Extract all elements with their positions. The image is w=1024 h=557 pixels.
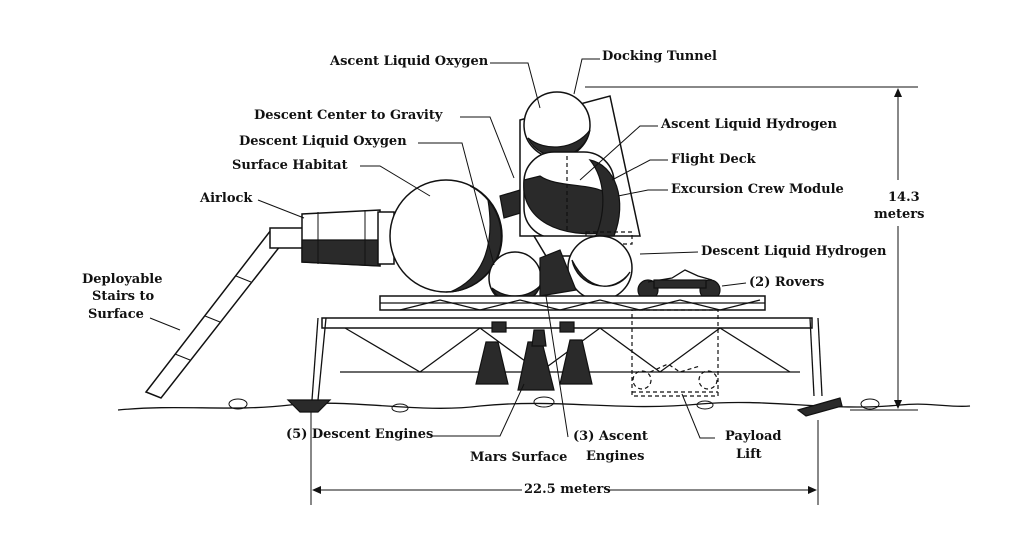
label-rovers: (2) Rovers bbox=[749, 275, 825, 290]
label-descent-lh2: Descent Liquid Hydrogen bbox=[701, 244, 887, 259]
descent-engines bbox=[475, 329, 593, 391]
label-ascent-lox: Ascent Liquid Oxygen bbox=[330, 54, 489, 69]
label-descent-engines: (5) Descent Engines bbox=[286, 427, 434, 442]
label-stairs-line-2: Stairs to bbox=[92, 289, 155, 304]
leader-lines bbox=[149, 58, 747, 439]
label-height-value: 14.3 bbox=[888, 190, 920, 205]
label-descent-lox: Descent Liquid Oxygen bbox=[239, 134, 407, 149]
height-dimension bbox=[585, 86, 918, 411]
label-width-dimension: 22.5 meters bbox=[524, 482, 611, 497]
label-mars-surface: Mars Surface bbox=[470, 450, 568, 465]
surface-habitat-sphere bbox=[389, 179, 503, 293]
label-docking-tunnel: Docking Tunnel bbox=[602, 49, 717, 64]
label-height-unit: meters bbox=[874, 207, 925, 222]
label-airlock: Airlock bbox=[200, 191, 253, 206]
label-payload-lift-line-1: Payload bbox=[725, 429, 782, 444]
label-excursion-crew-module: Excursion Crew Module bbox=[671, 182, 844, 197]
label-stairs-line-1: Deployable bbox=[82, 272, 163, 287]
payload-lift bbox=[631, 309, 719, 397]
width-dimension bbox=[310, 410, 819, 505]
label-ascent-engines-line-2: Engines bbox=[586, 449, 645, 464]
label-ascent-lh2: Ascent Liquid Hydrogen bbox=[661, 117, 838, 132]
label-descent-cg: Descent Center to Gravity bbox=[254, 108, 443, 123]
rovers bbox=[637, 269, 721, 301]
deployable-stairs bbox=[144, 227, 305, 399]
mars-surface-ground bbox=[117, 396, 971, 413]
ascent-vehicle bbox=[519, 91, 641, 257]
descent-tanks bbox=[488, 235, 633, 305]
label-payload-lift-line-2: Lift bbox=[736, 447, 762, 462]
label-surface-habitat: Surface Habitat bbox=[232, 158, 348, 173]
airlock-module bbox=[301, 209, 395, 267]
label-flight-deck: Flight Deck bbox=[671, 152, 756, 167]
landing-legs bbox=[286, 317, 843, 417]
label-ascent-engines-line-1: (3) Ascent bbox=[573, 429, 648, 444]
label-stairs-line-3: Surface bbox=[88, 307, 144, 322]
